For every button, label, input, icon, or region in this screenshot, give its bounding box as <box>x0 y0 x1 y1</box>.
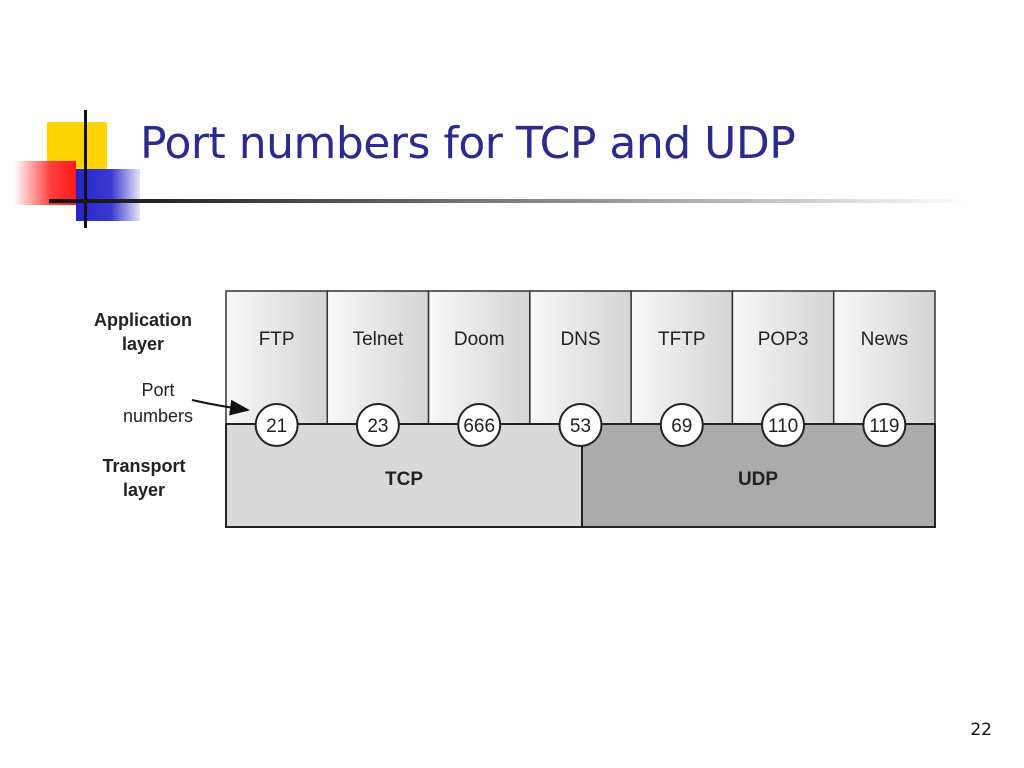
title-underline <box>49 199 969 203</box>
port-circle-dns <box>558 403 603 447</box>
port-number-dns: 53 <box>570 416 591 437</box>
decorative-logo <box>0 0 170 240</box>
app-cell-telnet <box>326 290 430 425</box>
app-name-doom: Doom <box>454 329 505 350</box>
port-number-pop3: 110 <box>768 416 798 437</box>
app-cell-news <box>832 290 936 425</box>
app-cell-tftp <box>630 290 734 425</box>
port-numbers-label-line2: numbers <box>123 406 193 426</box>
app-cell-doom <box>427 290 531 425</box>
port-numbers-label-line1: Port <box>141 380 174 400</box>
app-name-pop3: POP3 <box>758 329 809 350</box>
red-square-decoration <box>14 161 76 205</box>
app-name-tftp: TFTP <box>658 329 706 350</box>
app-name-news: News <box>861 329 909 350</box>
udp-label: UDP <box>738 469 778 490</box>
application-layer-label-line2: layer <box>122 334 164 354</box>
port-circle-pop3 <box>761 403 806 447</box>
port-numbers-arrow <box>191 399 250 416</box>
app-cell-dns <box>529 290 632 425</box>
port-circle-doom <box>457 403 502 447</box>
transport-layer-label-line2: layer <box>123 480 165 500</box>
app-cell-pop3 <box>731 290 835 425</box>
port-circle-ftp <box>254 403 299 447</box>
port-number-tftp: 69 <box>671 416 692 437</box>
port-circle-tftp <box>659 403 704 447</box>
app-name-telnet: Telnet <box>353 329 404 350</box>
port-circle-news <box>862 403 907 447</box>
port-number-telnet: 23 <box>367 416 388 437</box>
port-circle-telnet <box>355 403 400 447</box>
slide-title: Port numbers for TCP and UDP <box>140 118 796 169</box>
vertical-rule-decoration <box>84 110 87 228</box>
app-name-dns: DNS <box>560 329 600 350</box>
page-number: 22 <box>970 720 992 740</box>
port-number-news: 119 <box>869 416 899 437</box>
port-number-doom: 666 <box>463 416 495 437</box>
transport-layer-label-line1: Transport <box>102 456 185 476</box>
app-name-ftp: FTP <box>259 329 295 350</box>
port-number-ftp: 21 <box>266 416 287 437</box>
tcp-label: TCP <box>385 469 423 490</box>
port-circles: 21 23 666 53 69 110 119 <box>254 403 907 447</box>
application-layer-label-line1: Application <box>94 310 192 330</box>
